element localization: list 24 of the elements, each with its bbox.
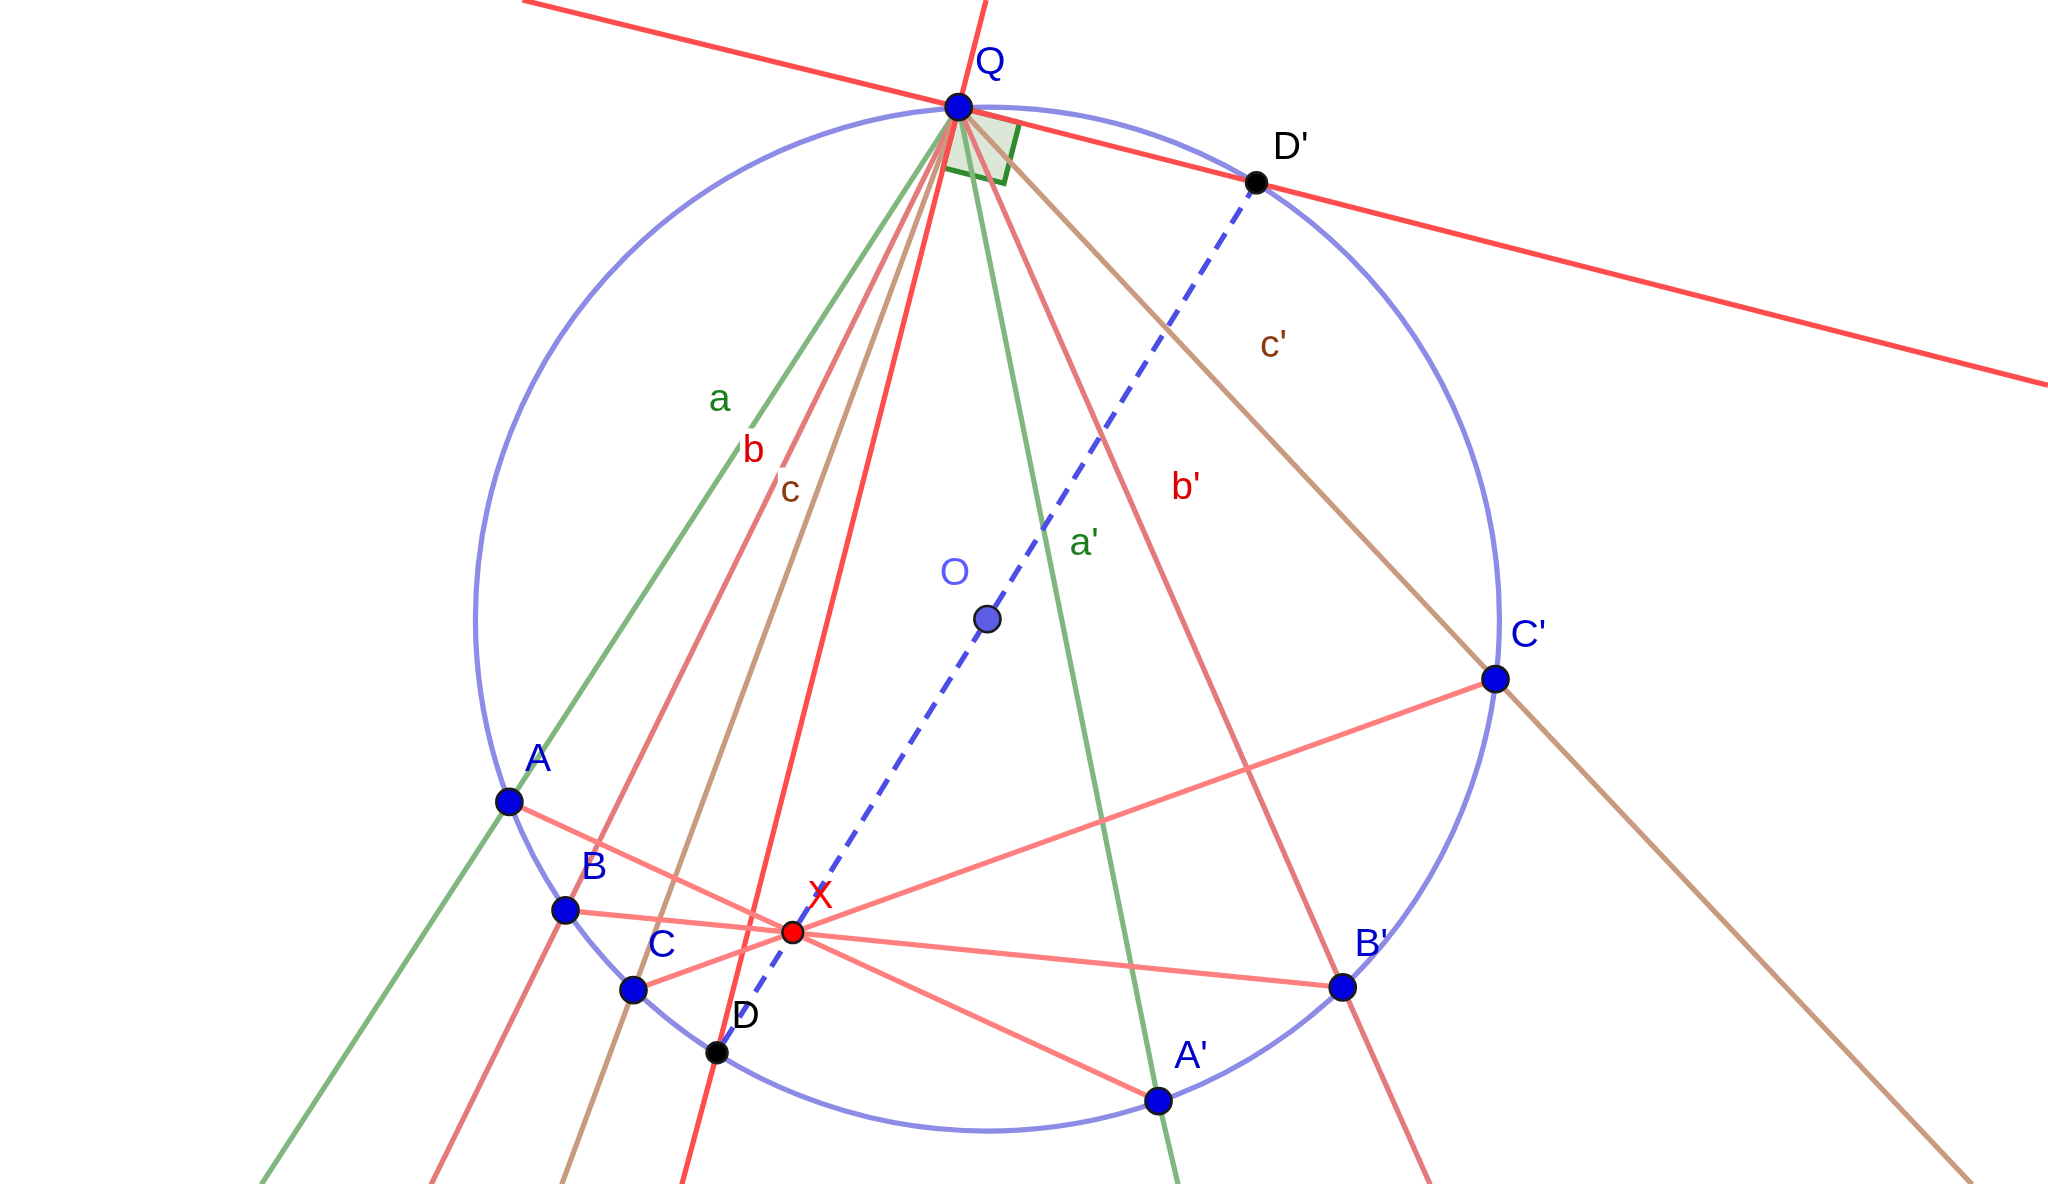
- line-segment: [804, 931, 1329, 989]
- line-segment: [962, 119, 1340, 976]
- line-segment: [717, 120, 958, 1042]
- line-segment: [959, 120, 1159, 1088]
- point-label: B: [581, 843, 608, 889]
- point-label: A: [525, 735, 552, 780]
- point-label: O: [939, 549, 971, 595]
- point-label: Q: [975, 39, 1006, 84]
- line-segment: [802, 935, 1147, 1098]
- point-label: D: [731, 992, 760, 1038]
- line-segment: [579, 909, 782, 934]
- line-segment: [966, 115, 1488, 671]
- point-label: C: [647, 922, 677, 967]
- point-label: X: [807, 872, 834, 917]
- line-segment: [646, 934, 783, 988]
- point-label: B': [1354, 920, 1389, 966]
- line-segment: [972, 108, 1246, 183]
- dashed-line: [992, 191, 1253, 609]
- point-label: C': [1510, 611, 1547, 656]
- line-segment: [521, 805, 784, 930]
- line-segment: [803, 681, 1483, 931]
- point-label: D': [1272, 124, 1309, 169]
- dashed-line: [796, 629, 983, 925]
- point-label: A': [1174, 1033, 1208, 1078]
